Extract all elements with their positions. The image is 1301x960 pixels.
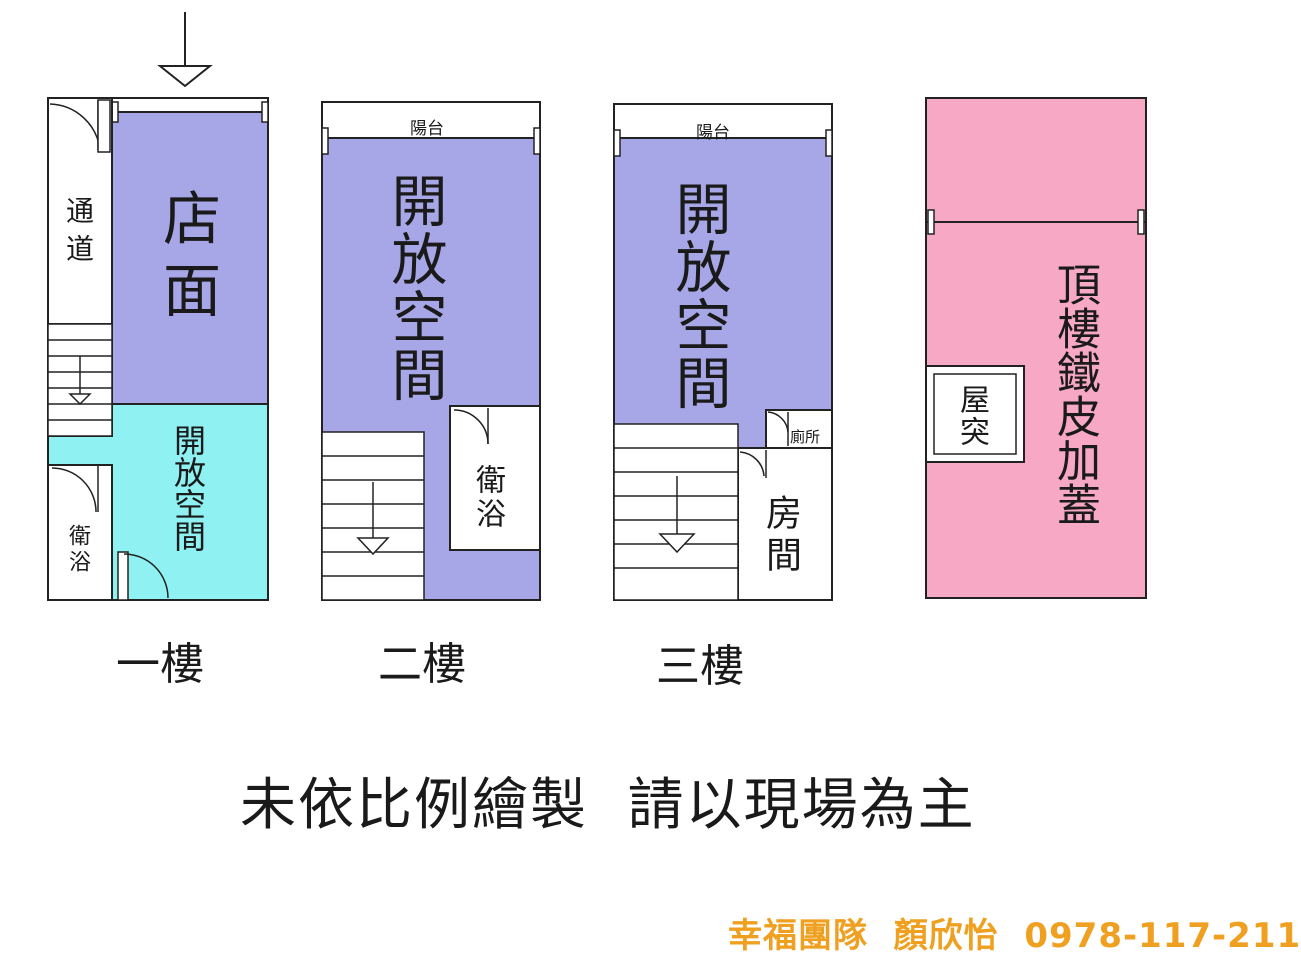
floor-2-balcony-label: 陽台 — [410, 119, 444, 139]
floor-1-passage-label: 通道 — [62, 196, 95, 272]
floor-1-bath-text: 衛浴 — [65, 524, 90, 576]
agent-contact-info: 幸福團隊 顏欣怡 0978-117-211 — [728, 916, 1301, 956]
floor-1-passage-text: 通道 — [62, 196, 95, 272]
floor-2-open-label: 開放空間 — [382, 172, 447, 404]
floor-3-plan — [613, 103, 833, 601]
floor-2-balcony — [321, 101, 541, 139]
roof-stair-house-text: 屋突 — [954, 384, 989, 448]
floor-2-plan — [321, 101, 541, 601]
floor-1-open-text: 開放空間 — [169, 424, 207, 552]
roof-addition-label: 頂樓鐵皮加蓋 — [1049, 262, 1100, 526]
floor-3-open-text: 開放空間 — [666, 180, 731, 412]
floor-1-caption: 一樓 — [116, 639, 204, 690]
floor-3-toilet-label: 廁所 — [790, 428, 821, 446]
entrance-arrow-icon — [157, 12, 213, 88]
floor-3-balcony-label: 陽台 — [696, 123, 730, 143]
floor-1-bath-label: 衛浴 — [65, 524, 90, 576]
floor-3-toilet — [765, 409, 833, 449]
floor-2-bath-label: 衛浴 — [470, 464, 505, 532]
roof-outline — [925, 97, 1147, 599]
roof-plan — [925, 97, 1147, 599]
floor-2-caption: 二樓 — [378, 639, 466, 690]
scale-disclaimer-note: 未依比例繪製 請以現場為主 — [240, 773, 976, 838]
floor-3-room-label: 房間 — [760, 494, 801, 578]
floor-3-room — [737, 447, 833, 601]
roof-stair-house-label: 屋突 — [954, 384, 989, 448]
floor-1-open-label: 開放空間 — [169, 424, 207, 552]
floor-1-plan — [47, 12, 269, 601]
floor-3-balcony — [613, 103, 833, 139]
floor-1-shop-label: 店面 — [153, 188, 221, 332]
floor-1-shop-text: 店面 — [153, 188, 221, 332]
floor-2-bath — [449, 405, 541, 551]
floor-3-room-text: 房間 — [760, 494, 801, 578]
floor-3-open-label: 開放空間 — [666, 180, 731, 412]
roof-addition-text: 頂樓鐵皮加蓋 — [1049, 262, 1100, 526]
floor-2-open-text: 開放空間 — [382, 172, 447, 404]
floor-3-caption: 三樓 — [656, 641, 744, 692]
floor-2-bath-text: 衛浴 — [470, 464, 505, 532]
